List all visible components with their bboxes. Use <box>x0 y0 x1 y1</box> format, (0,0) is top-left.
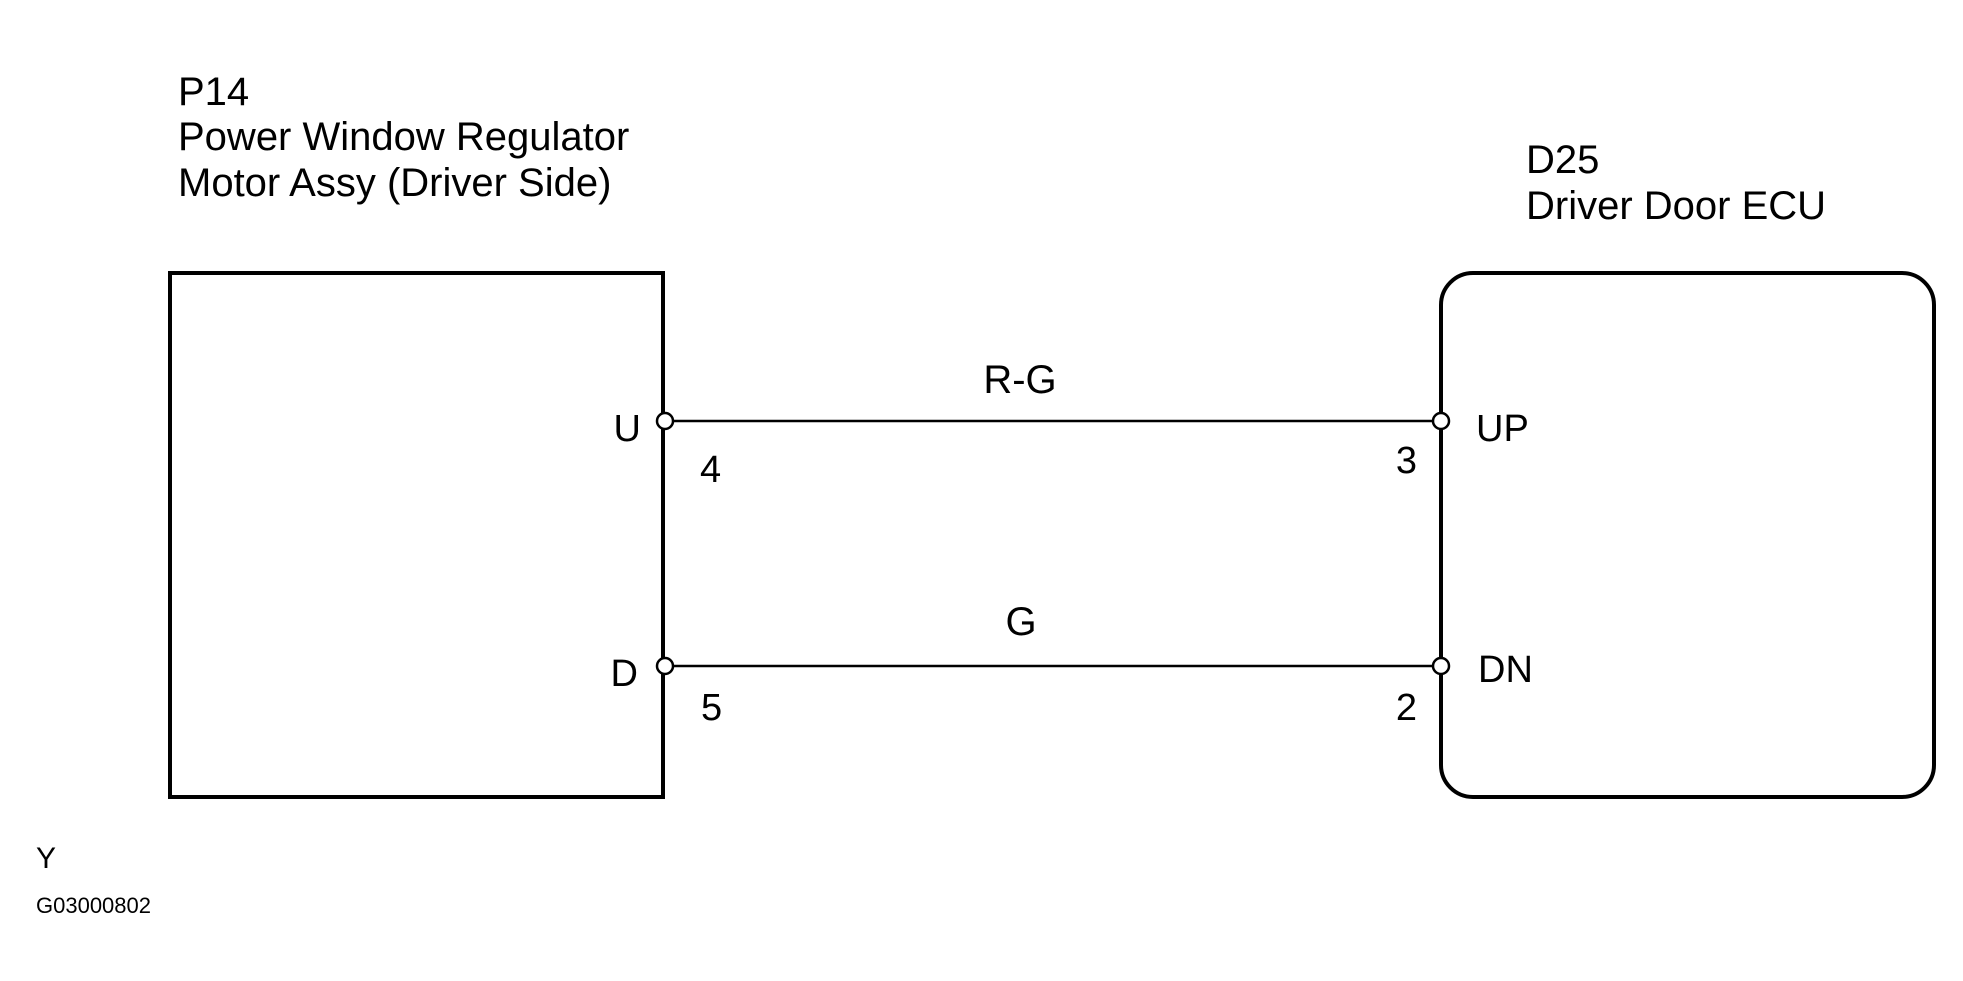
terminal-u-pin: 4 <box>700 449 721 491</box>
motor-assy-box <box>168 271 665 799</box>
terminal-d <box>655 656 675 676</box>
terminal-up-label: UP <box>1476 408 1529 450</box>
left-component-code: P14 <box>178 70 249 114</box>
footer-letter: Y <box>36 842 56 875</box>
left-component-name-line1: Power Window Regulator <box>178 115 629 159</box>
right-component-code: D25 <box>1526 138 1599 182</box>
terminal-u <box>655 411 675 431</box>
terminal-up <box>1431 411 1451 431</box>
left-component-name-line2: Motor Assy (Driver Side) <box>178 161 611 205</box>
wire-upper-color-label: R-G <box>983 358 1056 402</box>
terminal-dn <box>1431 656 1451 676</box>
terminal-dn-pin: 2 <box>1396 687 1417 729</box>
terminal-d-pin: 5 <box>701 687 722 729</box>
terminal-u-label: U <box>614 408 641 450</box>
terminal-d-label: D <box>611 653 638 695</box>
terminal-up-pin: 3 <box>1396 440 1417 482</box>
figure-id: G03000802 <box>36 893 151 918</box>
right-component-name: Driver Door ECU <box>1526 184 1826 228</box>
wire-lower-color-label: G <box>1005 600 1036 644</box>
terminal-dn-label: DN <box>1478 649 1533 691</box>
driver-door-ecu-box <box>1439 271 1936 799</box>
